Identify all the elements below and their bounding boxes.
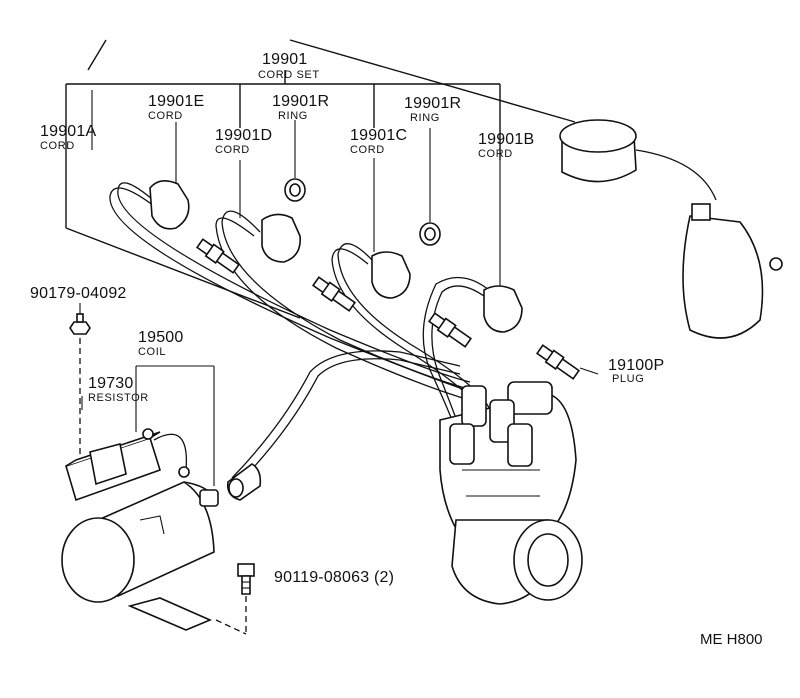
spark-plug-cords [109, 182, 499, 483]
cord-e-number: 19901E [148, 93, 205, 110]
leader-lines [79, 90, 599, 486]
rings [284, 178, 441, 246]
resistor-name: RESISTOR [88, 392, 149, 404]
ring-2-number: 19901R [404, 95, 462, 112]
bolt-icon [69, 313, 91, 335]
cord-set-bracket [65, 39, 576, 319]
cord-c-name: CORD [350, 144, 385, 156]
spark-plugs [195, 238, 581, 380]
ring-1-number: 19901R [272, 93, 330, 110]
distributor-cap-icon [559, 119, 717, 201]
reference-code: ME H800 [700, 631, 763, 648]
screw-number: 90119-08063 (2) [274, 569, 395, 586]
bracket-dashed-line [215, 619, 247, 635]
cord-set-name: CORD SET [258, 69, 320, 81]
resistor-number: 19730 [88, 375, 134, 392]
bolt-number: 90179-04092 [30, 285, 127, 302]
ring-2-name: RING [410, 112, 440, 124]
plug-number: 19100P [608, 357, 665, 374]
coil-icon [61, 481, 219, 631]
cord-d-name: CORD [215, 144, 250, 156]
screw-icon [237, 563, 255, 595]
ring-1-name: RING [278, 110, 308, 122]
cord-b-number: 19901B [478, 131, 535, 148]
plug-boots [149, 180, 523, 333]
cord-b-name: CORD [478, 148, 513, 160]
cord-e-name: CORD [148, 110, 183, 122]
coil-number: 19500 [138, 329, 184, 346]
cord-d-number: 19901D [215, 127, 273, 144]
coil-name: COIL [138, 346, 167, 358]
cord-a-name: CORD [40, 140, 75, 152]
distributor-icon [439, 381, 583, 605]
cord-set-number: 19901 [262, 51, 308, 68]
plug-name: PLUG [612, 373, 645, 385]
cord-a-number: 19901A [40, 123, 97, 140]
hose-fitting-icon [682, 203, 783, 339]
coil-wire-connector [226, 463, 262, 501]
cord-c-number: 19901C [350, 127, 408, 144]
resistor-icon [65, 428, 190, 502]
